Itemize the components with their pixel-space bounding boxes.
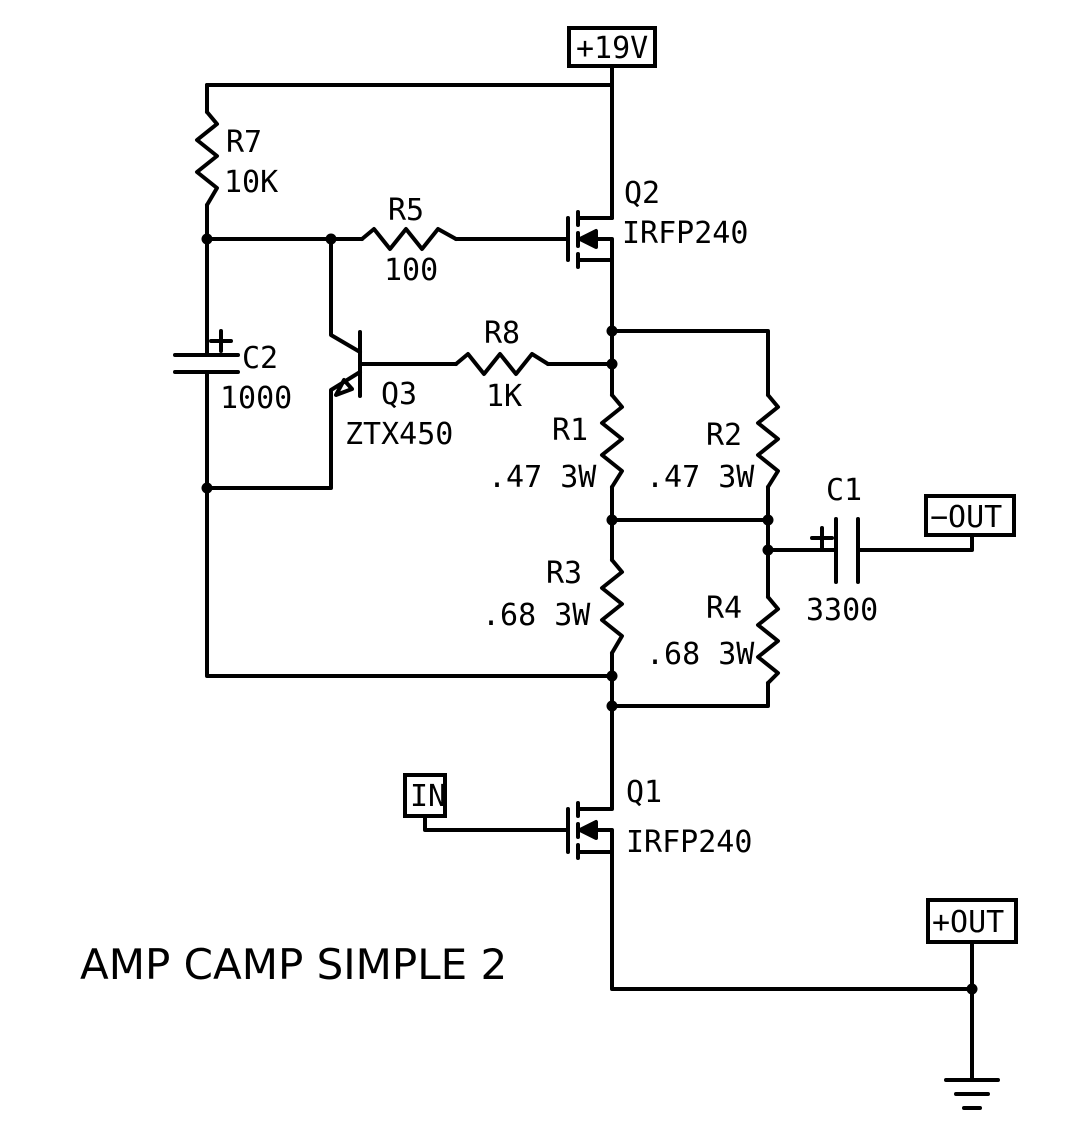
r3-ref: R3 xyxy=(546,556,582,591)
r5-ref: R5 xyxy=(388,193,424,228)
capacitor-c2 xyxy=(173,329,240,374)
q3-value: ZTX450 xyxy=(345,417,453,452)
c1-ref: C1 xyxy=(826,473,862,508)
r7-ref: R7 xyxy=(226,125,262,160)
junction-dot xyxy=(606,514,618,526)
q3-ref: Q3 xyxy=(381,377,417,412)
c2-ref: C2 xyxy=(242,341,278,376)
r5-value: 100 xyxy=(384,253,438,288)
port-neg-out-label: −OUT xyxy=(930,500,1002,535)
port-pos-out-label: +OUT xyxy=(932,905,1004,940)
q2-value: IRFP240 xyxy=(622,216,748,251)
junction-dot xyxy=(606,325,618,337)
junction-dot xyxy=(966,983,978,995)
wire-right-bank xyxy=(610,329,770,708)
plus-icon xyxy=(810,526,834,550)
r7-value: 10K xyxy=(224,165,278,200)
resistor-r8 xyxy=(454,352,550,376)
junction-dot xyxy=(762,544,774,556)
ground-icon xyxy=(944,1078,1000,1110)
c2-value: 1000 xyxy=(220,381,292,416)
wire-q3-collector xyxy=(329,237,362,354)
resistor-r5 xyxy=(360,227,458,251)
resistor-r2 xyxy=(756,393,780,489)
junction-dot xyxy=(201,482,213,494)
q2-ref: Q2 xyxy=(624,176,660,211)
r8-ref: R8 xyxy=(484,316,520,351)
r8-value: 1K xyxy=(486,379,522,414)
wire-output-cap xyxy=(766,533,974,552)
resistor-r1 xyxy=(600,393,624,489)
port-input: IN xyxy=(403,773,447,818)
q1-ref: Q1 xyxy=(626,775,662,810)
wire-supply-rail xyxy=(205,64,614,220)
resistor-r4 xyxy=(756,595,780,685)
r4-ref: R4 xyxy=(706,591,742,626)
resistors xyxy=(195,110,780,685)
q1-value: IRFP240 xyxy=(626,825,752,860)
r2-value: .47 3W xyxy=(646,460,755,495)
capacitor-c1 xyxy=(810,517,860,584)
port-neg-out: −OUT xyxy=(924,494,1016,537)
r3-value: .68 3W xyxy=(482,598,591,633)
junction-dot xyxy=(606,670,618,682)
r1-value: .47 3W xyxy=(488,460,597,495)
resistor-r7 xyxy=(195,110,219,207)
r2-ref: R2 xyxy=(706,418,742,453)
r4-value: .68 3W xyxy=(646,637,755,672)
mosfet-q1 xyxy=(566,798,614,860)
resistor-r3 xyxy=(600,558,624,655)
diagram-title: AMP CAMP SIMPLE 2 xyxy=(80,940,507,989)
junction-dot xyxy=(606,700,618,712)
c1-value: 3300 xyxy=(806,593,878,628)
port-supply-label: +19V xyxy=(576,31,648,66)
port-pos-out: +OUT xyxy=(926,898,1018,944)
port-input-label: IN xyxy=(410,779,446,814)
labels: R7 10K R5 100 Q2 IRFP240 R8 1K C2 1000 Q… xyxy=(220,125,878,860)
r1-ref: R1 xyxy=(552,413,588,448)
mosfet-q2 xyxy=(566,210,614,269)
junctions xyxy=(201,233,978,995)
plus-icon xyxy=(209,329,233,353)
wire-left-rail xyxy=(205,83,614,678)
junction-dot xyxy=(325,233,337,245)
port-supply: +19V xyxy=(567,26,657,68)
transistor-q3 xyxy=(334,330,362,398)
wire-pos-out xyxy=(610,850,974,1082)
junction-dot xyxy=(762,514,774,526)
junction-dot xyxy=(606,358,618,370)
wire-input xyxy=(423,814,570,832)
junction-dot xyxy=(201,233,213,245)
